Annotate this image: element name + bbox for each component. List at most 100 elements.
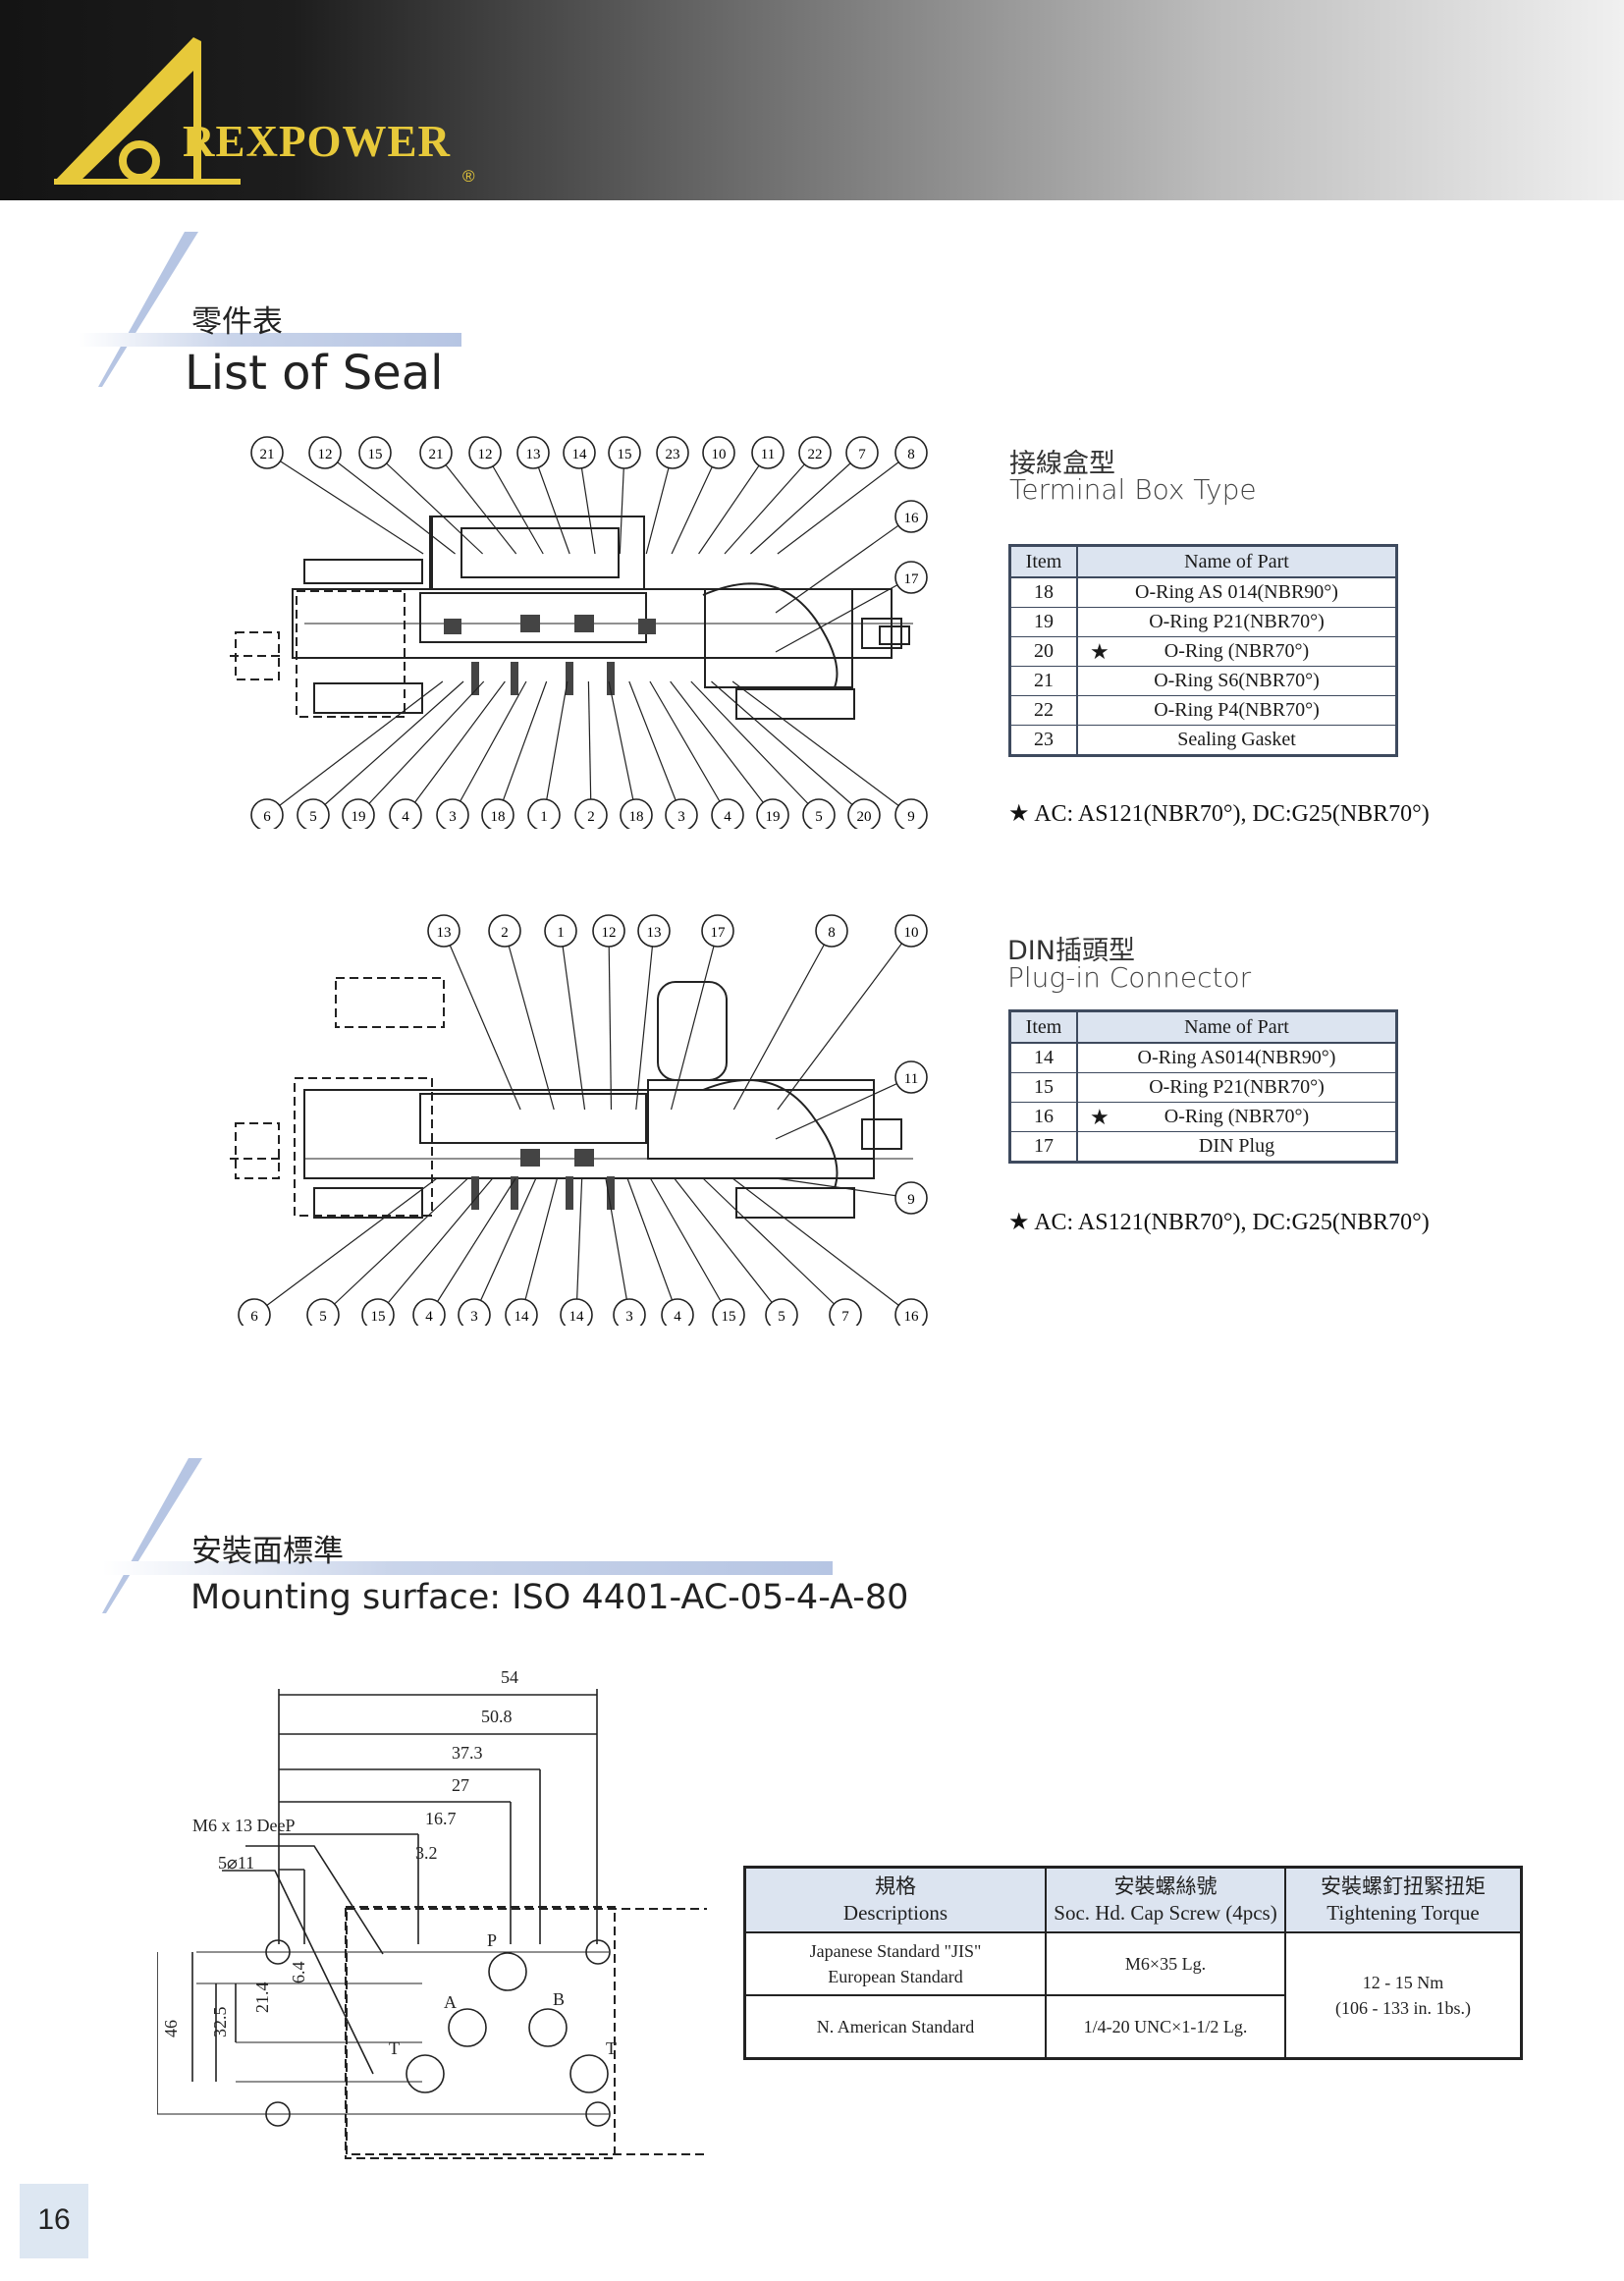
- star-icon: ★: [1008, 1210, 1030, 1235]
- balloon-label: 2: [587, 809, 595, 825]
- part-balloon: 2: [488, 914, 555, 1111]
- part-balloon: 3: [458, 1177, 537, 1326]
- balloon-label: 13: [437, 925, 452, 941]
- part-name: DIN Plug: [1198, 1135, 1275, 1157]
- balloon-label: 17: [904, 571, 920, 587]
- holes-callout: 5⌀11: [218, 1853, 254, 1873]
- column-header-name: Name of Part: [1077, 545, 1397, 578]
- part-balloon: 9: [731, 680, 928, 829]
- table-row: N. American Standard 1/4-20 UNC×1-1/2 Lg…: [743, 1994, 1522, 2059]
- dim-46: 46: [161, 2020, 181, 2037]
- dim-32-5: 32.5: [210, 2007, 230, 2038]
- balloon-label: 7: [858, 447, 866, 462]
- port-t-right-label: T: [606, 2038, 617, 2058]
- part-balloon: 17: [670, 914, 734, 1111]
- column-header-torque: 安裝螺釘扭緊扭矩 Tightening Torque: [1284, 1866, 1523, 1933]
- table-row: 21 O-Ring S6(NBR70°): [1009, 666, 1397, 696]
- balloon-label: 5: [778, 1309, 785, 1325]
- part-balloon: 21: [419, 436, 517, 555]
- balloon-label: 3: [470, 1309, 478, 1325]
- note-text: AC: AS121(NBR70°), DC:G25(NBR70°): [1034, 801, 1430, 827]
- part-name: O-Ring (NBR70°): [1164, 1106, 1310, 1127]
- terminal-box-note: ★ AC: AS121(NBR70°), DC:G25(NBR70°): [1008, 799, 1430, 828]
- balloon-label: 6: [263, 809, 271, 825]
- port-p-label: P: [487, 1930, 497, 1950]
- table-row: 17 DIN Plug: [1009, 1131, 1397, 1163]
- part-balloon: 7: [749, 436, 879, 555]
- balloon-label: 19: [766, 809, 781, 825]
- section-underline-bar: [79, 333, 461, 347]
- part-balloon: 14: [563, 436, 596, 555]
- registered-mark: ®: [462, 167, 475, 186]
- part-balloon: 11: [775, 1060, 928, 1140]
- part-balloon: 2: [574, 680, 608, 829]
- part-balloon: 5: [306, 1177, 468, 1326]
- header-en: Tightening Torque: [1326, 1901, 1480, 1925]
- description-cell: Japanese Standard "JIS" European Standar…: [743, 1931, 1047, 1996]
- balloon-label: 8: [828, 925, 836, 941]
- header-en: Soc. Hd. Cap Screw (4pcs): [1054, 1901, 1277, 1925]
- part-balloon: 23: [645, 436, 689, 555]
- header-en: Descriptions: [842, 1901, 948, 1925]
- mounting-section-title-en: Mounting surface: ISO 4401-AC-05-4-A-80: [190, 1578, 909, 1617]
- column-header-item: Item: [1009, 1010, 1078, 1044]
- table-row: 14 O-Ring AS014(NBR90°): [1009, 1042, 1397, 1073]
- part-balloon: 10: [777, 914, 928, 1111]
- part-name: O-Ring P21(NBR70°): [1149, 1076, 1325, 1098]
- part-balloon: 6: [238, 1177, 438, 1326]
- table-row: 18 O-Ring AS 014(NBR90°): [1009, 576, 1397, 608]
- dim-3-2: 3.2: [415, 1843, 438, 1863]
- part-balloon: 20: [711, 680, 881, 829]
- balloon-label: 16: [904, 1309, 920, 1325]
- part-balloon: 3: [436, 680, 527, 829]
- balloon-label: 21: [260, 447, 275, 462]
- item-number: 15: [1009, 1072, 1078, 1103]
- balloon-label: 2: [501, 925, 509, 941]
- torque-cell: 12 - 15 Nm (106 - 133 in. 1bs.): [1284, 1931, 1523, 2059]
- header-cn: 安裝螺釘扭緊扭矩: [1321, 1874, 1486, 1898]
- part-balloon: 3: [628, 680, 698, 829]
- part-balloon: 19: [670, 680, 789, 829]
- balloon-label: 9: [907, 1192, 915, 1208]
- seal-section-title-en: List of Seal: [185, 346, 444, 401]
- balloon-label: 10: [904, 925, 919, 941]
- balloon-label: 22: [808, 447, 823, 462]
- din-plug-note: ★ AC: AS121(NBR70°), DC:G25(NBR70°): [1008, 1208, 1430, 1236]
- part-name: O-Ring (NBR70°): [1164, 640, 1310, 662]
- column-header-name: Name of Part: [1077, 1010, 1397, 1044]
- part-balloon: 14: [505, 1177, 559, 1326]
- item-number: 14: [1009, 1042, 1078, 1073]
- part-balloon: 16: [775, 500, 928, 614]
- din-plug-title-en: Plug-in Connector: [1007, 961, 1252, 994]
- mounting-screw-table: 規格 Descriptions 安裝螺絲號 Soc. Hd. Cap Screw…: [743, 1866, 1523, 2060]
- part-balloon: 15: [608, 436, 641, 555]
- part-balloon: 11: [698, 436, 785, 555]
- balloon-label: 1: [540, 809, 548, 825]
- part-balloon: 6: [250, 680, 444, 829]
- balloon-label: 14: [514, 1309, 530, 1325]
- header-cn: 規格: [875, 1874, 916, 1898]
- part-balloon: 12: [592, 914, 625, 1111]
- part-balloon: 12: [468, 436, 544, 555]
- balloon-label: 11: [761, 447, 775, 462]
- balloon-label: 19: [352, 809, 366, 825]
- star-icon: ★: [1008, 801, 1030, 827]
- part-balloon: 13: [635, 914, 671, 1111]
- torque-line: 12 - 15 Nm: [1362, 1972, 1444, 1992]
- balloon-label: 4: [674, 1309, 681, 1325]
- balloon-label: 23: [666, 447, 680, 462]
- table-row: 20 ★O-Ring (NBR70°): [1009, 636, 1397, 667]
- port-t-left-label: T: [389, 2038, 400, 2058]
- rexpower-logo-icon: [54, 37, 241, 185]
- part-name: O-Ring P4(NBR70°): [1154, 699, 1320, 721]
- part-balloon: 5: [690, 680, 836, 829]
- header-cn: 安裝螺絲號: [1113, 1874, 1218, 1898]
- part-balloon: 15: [358, 436, 484, 555]
- part-balloon: 9: [775, 1177, 928, 1215]
- part-balloon: 13: [427, 914, 521, 1111]
- balloon-label: 9: [907, 809, 915, 825]
- item-number: 16: [1009, 1102, 1078, 1132]
- dim-16-7: 16.7: [425, 1809, 457, 1828]
